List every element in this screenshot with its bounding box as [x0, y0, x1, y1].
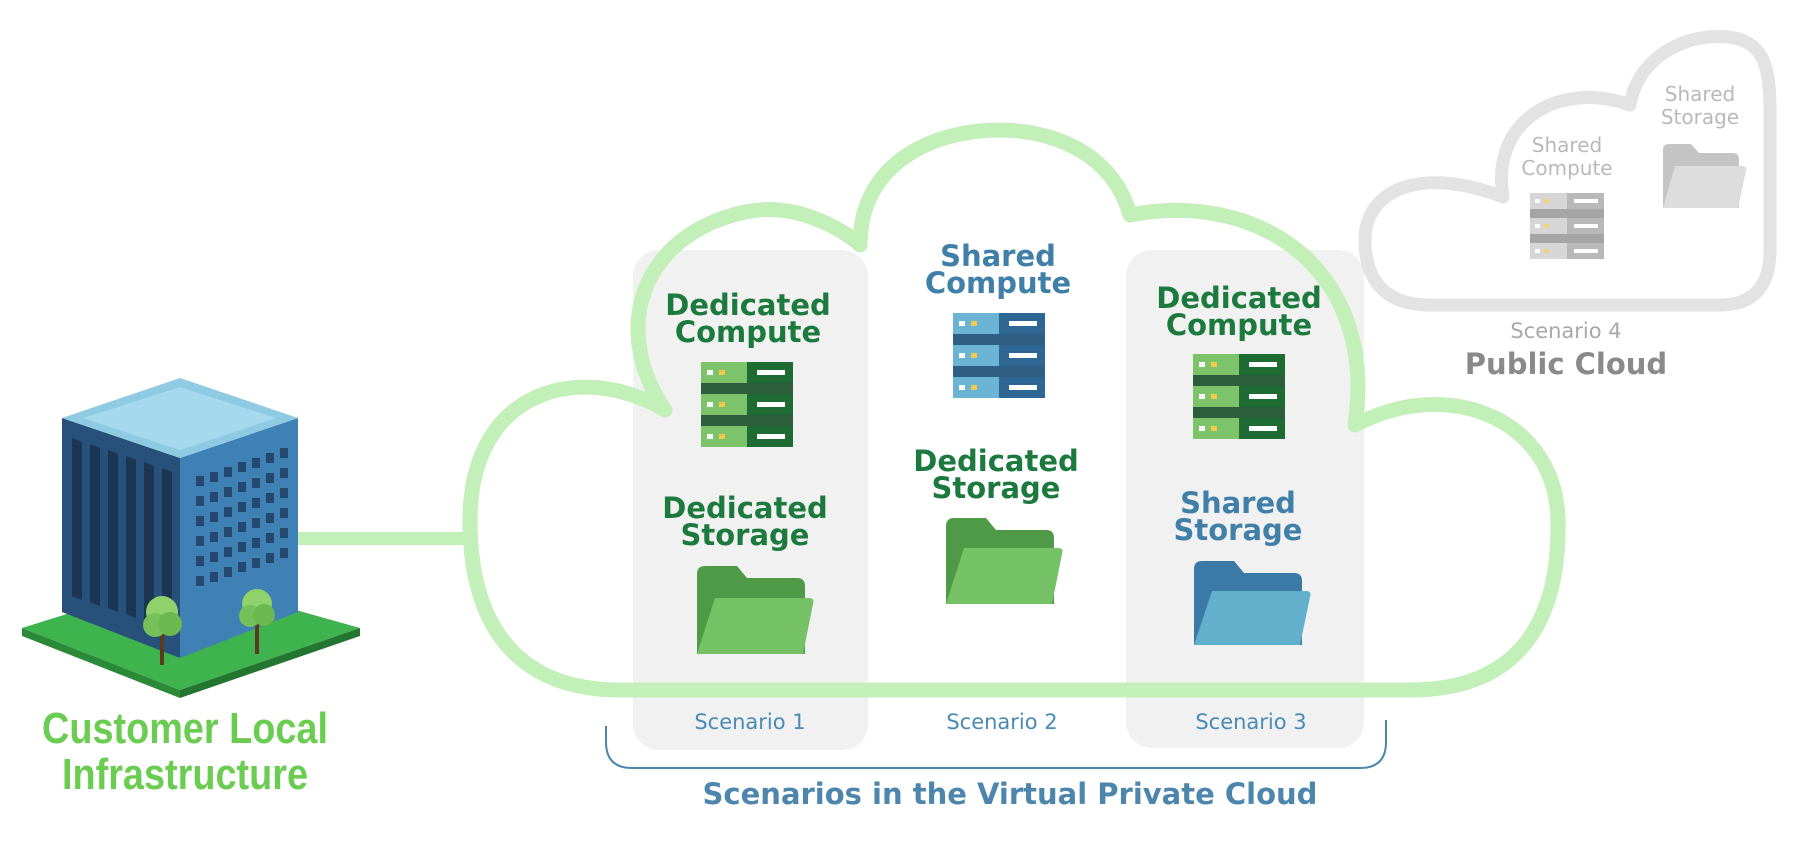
storage-word: Storage [1660, 105, 1740, 129]
public-cloud-outline [1358, 30, 1777, 312]
folder-icon [1663, 144, 1747, 208]
server-rack-icon [701, 362, 793, 447]
scenario-1-compute-label: Dedicated Compute [648, 288, 848, 349]
office-building-icon [22, 378, 360, 698]
scenario-panel-1 [633, 250, 868, 750]
compute-word: Compute [674, 315, 822, 349]
server-rack-icon [953, 313, 1045, 398]
compute-word: Compute [1521, 156, 1613, 180]
public-compute-label: Shared Compute [1505, 134, 1629, 180]
public-storage-label: Shared Storage [1638, 83, 1762, 129]
storage-word: Storage [931, 471, 1061, 505]
scenario-3-compute-label: Dedicated Compute [1139, 281, 1339, 342]
storage-type: Shared [1180, 486, 1296, 520]
scenario-3-storage-label: Shared Storage [1138, 486, 1338, 547]
scenario-3-label: Scenario 3 [1195, 710, 1307, 734]
private-cloud-outline [462, 122, 1566, 698]
folder-icon [1194, 561, 1311, 645]
scenario-panel-3 [1126, 250, 1364, 748]
vpc-bracket [605, 720, 1387, 769]
server-rack-icon [1193, 354, 1285, 439]
compute-type: Dedicated [665, 288, 831, 322]
compute-type: Shared [1531, 133, 1603, 157]
storage-type: Dedicated [662, 491, 828, 525]
folder-icon [697, 566, 814, 654]
scenario-2-label: Scenario 2 [946, 710, 1058, 734]
scenario-2-storage-label: Dedicated Storage [896, 444, 1096, 505]
connector-line [295, 532, 470, 545]
scenario-1-label: Scenario 1 [694, 710, 806, 734]
public-scenario-label: Scenario 4 [1510, 319, 1622, 343]
public-cloud-title: Public Cloud [1464, 347, 1668, 381]
storage-type: Shared [1664, 82, 1736, 106]
customer-line-2: Infrastructure [61, 750, 309, 799]
compute-word: Compute [924, 266, 1072, 300]
scenario-1-storage-label: Dedicated Storage [645, 491, 845, 552]
storage-word: Storage [680, 518, 810, 552]
scenario-2-compute-label: Shared Compute [898, 239, 1098, 300]
folder-icon [946, 518, 1063, 604]
storage-type: Dedicated [913, 444, 1079, 478]
server-rack-icon [1530, 193, 1604, 259]
compute-type: Shared [940, 239, 1056, 273]
customer-line-1: Customer Local [42, 704, 328, 753]
compute-type: Dedicated [1156, 281, 1322, 315]
compute-word: Compute [1165, 308, 1313, 342]
customer-infrastructure-label: Customer Local Infrastructure [22, 706, 349, 798]
storage-word: Storage [1173, 513, 1303, 547]
vpc-caption: Scenarios in the Virtual Private Cloud [702, 777, 1318, 811]
